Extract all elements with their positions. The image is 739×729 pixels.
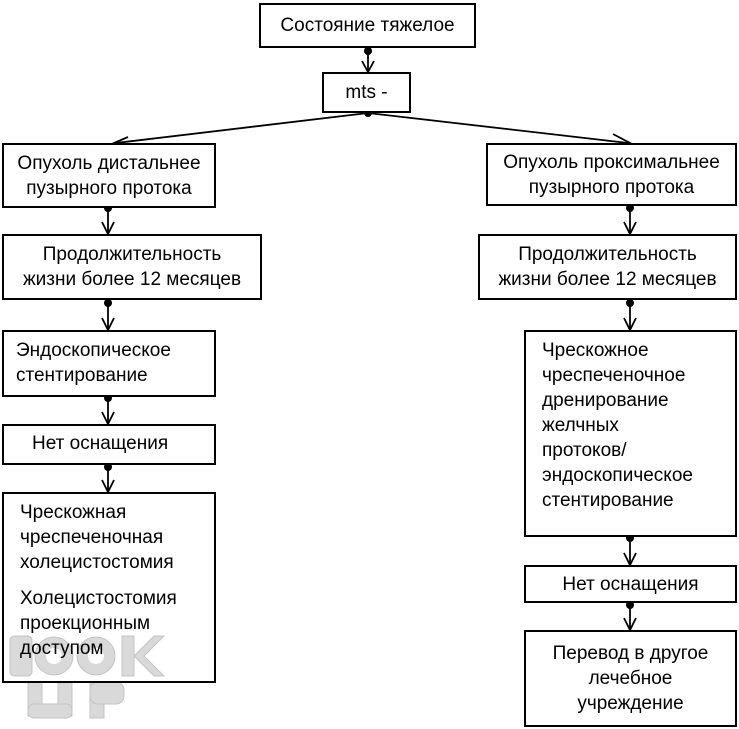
left-projection-label: Холецистостомия проекционным доступом <box>20 588 177 659</box>
right-no-equipment-label: Нет оснащения <box>562 573 699 595</box>
left-survival-label: Продолжительность жизни более 12 месяцев <box>22 244 242 290</box>
left-percutaneous-label: Чрескожная чреспеченочная холецистостоми… <box>20 502 174 573</box>
left-stenting-label: Эндоскопическое стентирование <box>16 340 171 386</box>
left-stenting-box: Эндоскопическое стентирование <box>2 330 216 397</box>
right-drainage-box: Чрескожное чреспеченочное дренирование ж… <box>524 330 737 537</box>
right-transfer-label: Перевод в другое лечебное учреждение <box>552 643 709 714</box>
left-no-equipment-label: Нет оснащения <box>32 433 169 454</box>
left-no-equipment-box: Нет оснащения <box>2 424 216 465</box>
connector-dot <box>104 299 112 307</box>
edge-mts-right <box>367 112 629 144</box>
connector-dot <box>104 463 112 471</box>
connector-dot <box>626 299 634 307</box>
connector-dot <box>626 204 634 212</box>
left-tumor-distal-box: Опухоль дистальнее пузырного протока <box>2 143 216 208</box>
left-cholecystostomy-box: Чрескожная чреспеченочная холецистостоми… <box>2 492 216 683</box>
connector-dot <box>626 601 634 609</box>
edge-mts-left <box>115 112 369 144</box>
left-tumor-label: Опухоль дистальнее пузырного протока <box>17 152 201 199</box>
watermark-logo <box>9 635 166 719</box>
right-tumor-proximal-box: Опухоль проксимальнее пузырного протока <box>486 143 737 206</box>
right-no-equipment-box: Нет оснащения <box>524 565 737 603</box>
connector-dot <box>364 47 372 55</box>
right-drainage-label: Чрескожное чреспеченочное дренирование ж… <box>542 340 693 511</box>
right-survival-box: Продолжительность жизни более 12 месяцев <box>478 234 737 300</box>
right-survival-label: Продолжительность жизни более 12 месяцев <box>498 244 717 290</box>
left-survival-box: Продолжительность жизни более 12 месяцев <box>2 234 262 300</box>
mts-label: mts - <box>345 82 388 103</box>
right-tumor-label: Опухоль проксимальнее пузырного протока <box>503 151 720 198</box>
root-box: Состояние тяжелое <box>259 3 476 48</box>
mts-box: mts - <box>322 72 411 113</box>
root-label: Состояние тяжелое <box>280 15 455 36</box>
right-transfer-box: Перевод в другое лечебное учреждение <box>524 630 737 727</box>
